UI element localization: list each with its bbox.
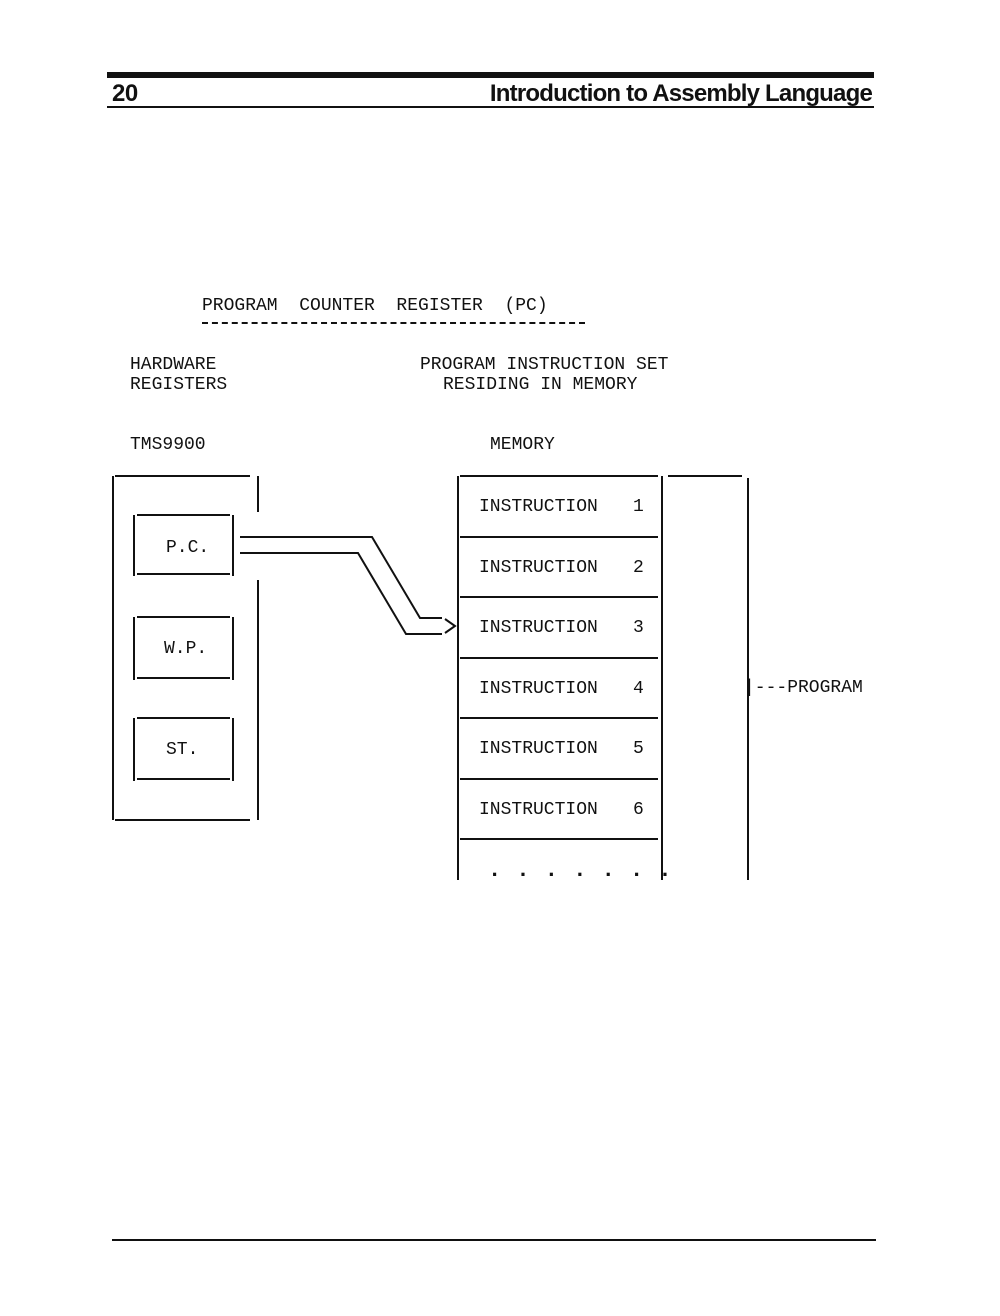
instruction-name: INSTRUCTION [479, 558, 598, 578]
memory-label: MEMORY [490, 435, 555, 455]
right-heading-line-1: PROGRAM INSTRUCTION SET [420, 355, 669, 375]
instruction-name: INSTRUCTION [479, 497, 598, 517]
pc-pointer-arrow [240, 536, 457, 635]
instruction-number: 2 [633, 558, 644, 578]
instruction-name: INSTRUCTION [479, 618, 598, 638]
figure-title: PROGRAM COUNTER REGISTER (PC) [202, 296, 548, 316]
left-heading-line-2: REGISTERS [130, 375, 228, 395]
register-box-pc [133, 514, 234, 576]
figure-title-underline [202, 322, 585, 324]
register-box-st [133, 717, 234, 781]
instruction-name: INSTRUCTION [479, 739, 598, 759]
instruction-number: 3 [633, 618, 644, 638]
instruction-name: INSTRUCTION [479, 679, 598, 699]
instruction-number: 6 [633, 800, 644, 820]
program-bracket-label: |---PROGRAM [744, 678, 863, 698]
header-rule-top [107, 72, 874, 78]
instruction-name: INSTRUCTION [479, 800, 598, 820]
left-heading-line-1: HARDWARE [130, 355, 217, 375]
memory-continuation-dots: . . . . . . . [488, 858, 673, 883]
register-label-st: ST. [166, 740, 198, 760]
instruction-number: 4 [633, 679, 644, 699]
register-box-wp [133, 616, 234, 680]
register-label-pc: P.C. [166, 538, 209, 558]
register-label-wp: W.P. [164, 639, 207, 659]
header-rule-bottom [107, 106, 874, 108]
processor-label: TMS9900 [130, 435, 206, 455]
running-title: Introduction to Assembly Language [489, 80, 873, 107]
instruction-number: 5 [633, 739, 644, 759]
right-heading-line-2: RESIDING IN MEMORY [443, 375, 638, 395]
footer-rule [112, 1239, 876, 1241]
page-number: 20 [112, 80, 138, 107]
instruction-number: 1 [633, 497, 644, 517]
